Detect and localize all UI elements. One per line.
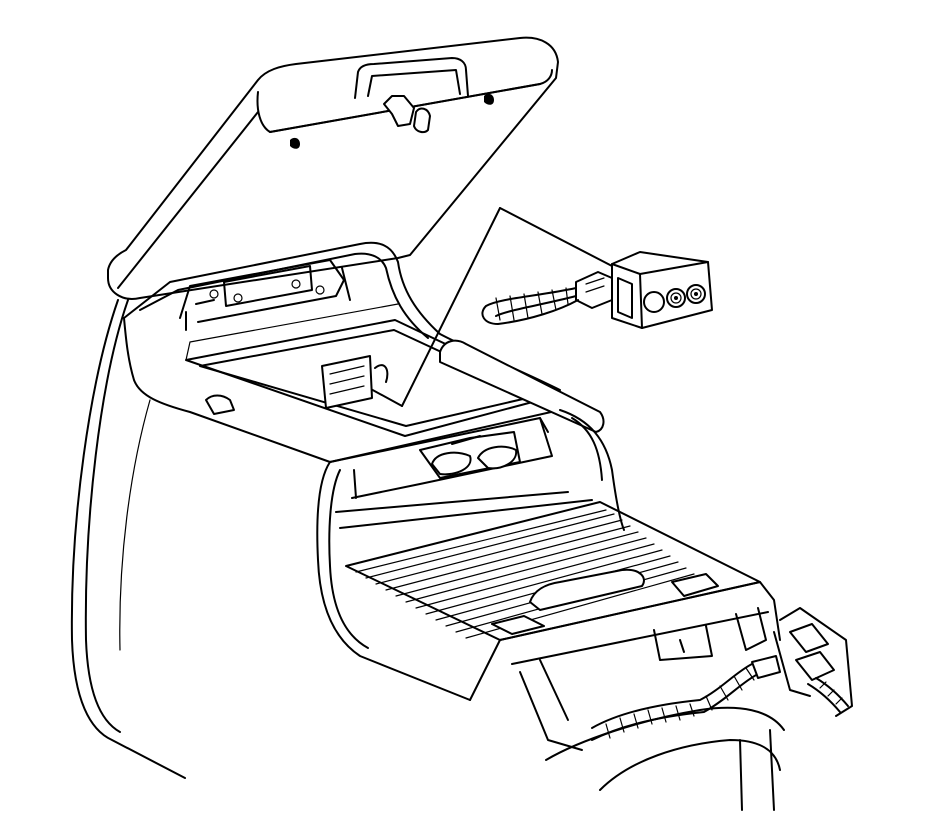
jack-wiring-harness: [481, 287, 579, 325]
console-side-panel: [70, 299, 186, 779]
jack-icon: [686, 284, 706, 304]
latch-icon: [383, 95, 415, 127]
door-handle-icon: [529, 568, 645, 611]
cupholder-icon: [431, 451, 472, 476]
console-front-body: [316, 409, 625, 701]
cupholder-icon: [477, 445, 518, 470]
armrest-lid: [107, 36, 559, 300]
auxiliary-jack-panel: [575, 251, 713, 329]
bin-connector-icon: [321, 355, 373, 409]
cupholder-area: [329, 417, 553, 499]
lower-console-opening: [469, 581, 785, 811]
tambour-door: [345, 501, 761, 641]
storage-bin: [123, 241, 605, 463]
jack-icon: [666, 288, 686, 308]
main-wiring-harness: [591, 607, 853, 741]
